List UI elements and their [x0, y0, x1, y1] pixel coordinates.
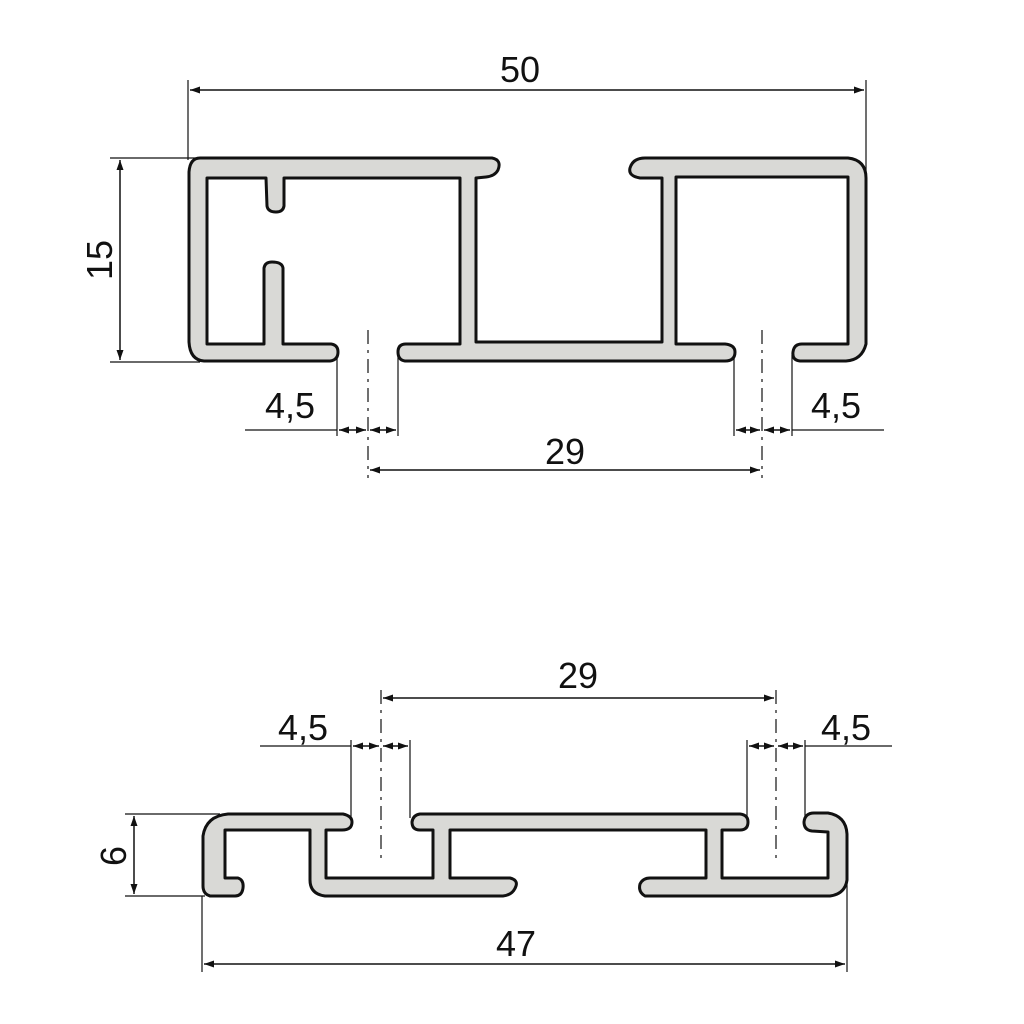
- bottom-rail-profile: [201, 811, 849, 898]
- top-height-label: 15: [79, 240, 120, 280]
- bottom-rail-left-section: [201, 811, 849, 898]
- top-dimensions: 50 15 4,5 4,5 29: [79, 49, 884, 478]
- top-rail-left-body: [187, 156, 868, 363]
- bottom-dimensions: 6 47 4,5 4,5 29: [93, 655, 892, 972]
- top-left-slot-label: 4,5: [265, 385, 315, 426]
- top-right-slot-label: 4,5: [811, 385, 861, 426]
- top-slot-spacing-label: 29: [545, 431, 585, 472]
- bottom-left-slot-label: 4,5: [278, 707, 328, 748]
- top-rail-profile: [187, 156, 868, 363]
- bottom-slot-spacing-label: 29: [558, 655, 598, 696]
- bottom-overall-width-label: 47: [496, 923, 536, 964]
- bottom-height-label: 6: [93, 846, 134, 866]
- bottom-right-slot-label: 4,5: [821, 707, 871, 748]
- top-overall-width-label: 50: [500, 49, 540, 90]
